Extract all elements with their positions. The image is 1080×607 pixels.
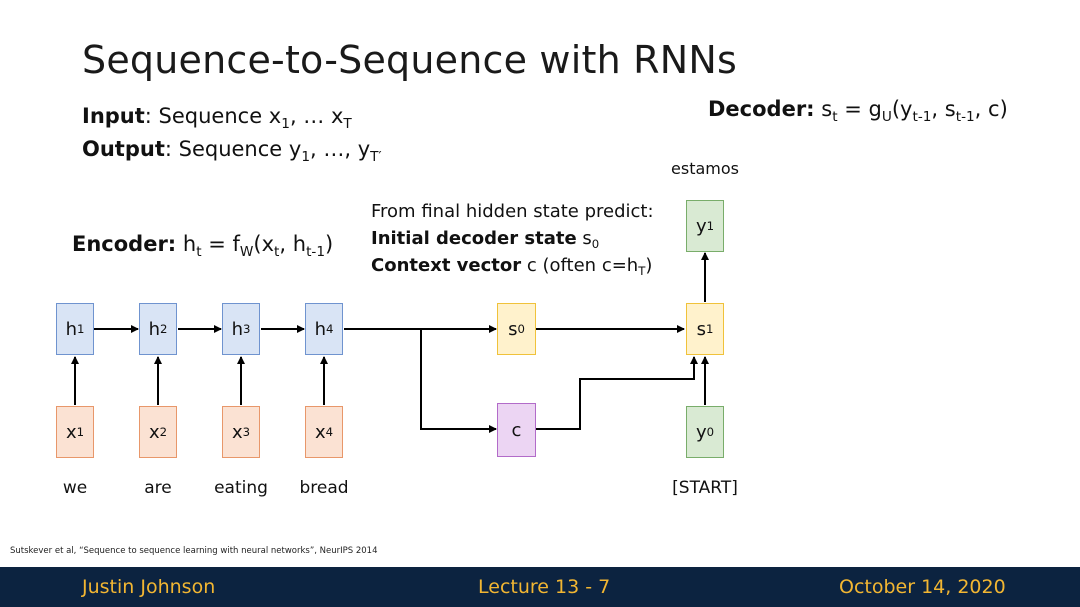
arrow-c-s1 <box>536 356 698 430</box>
context-vector-c: c <box>497 403 536 457</box>
input-line: Input: Sequence x1, … xT <box>82 104 352 132</box>
output-label: Output <box>82 137 165 161</box>
encoder-equation: Encoder: ht = fW(xt, ht-1) <box>72 232 334 260</box>
decoder-equation: Decoder: st = gU(yt-1, st-1, c) <box>708 97 1008 125</box>
footer-date: October 14, 2020 <box>839 576 1006 598</box>
note-line-2-bold: Initial decoder state <box>371 228 577 249</box>
word-start: [START] <box>672 478 738 498</box>
note-line-2: Initial decoder state s0 <box>371 228 600 252</box>
word-estamos: estamos <box>671 159 739 178</box>
output-line: Output: Sequence y1, …, yT′ <box>82 137 382 165</box>
output-text: : Sequence y <box>164 137 302 161</box>
decoder-label: Decoder: <box>708 97 815 121</box>
arrow-h4-c <box>420 329 497 433</box>
word-we: we <box>62 478 88 498</box>
word-eating: eating <box>214 478 268 498</box>
word-are: are <box>144 478 172 498</box>
footer-lecture: Lecture 13 - 7 <box>478 576 611 598</box>
note-line-1: From final hidden state predict: <box>371 201 654 222</box>
slide-title: Sequence-to-Sequence with RNNs <box>82 38 737 82</box>
footer-bar: Justin Johnson Lecture 13 - 7 October 14… <box>0 567 1080 607</box>
input-text: : Sequence x <box>144 104 282 128</box>
input-label: Input <box>82 104 145 128</box>
note-line-3-bold: Context vector <box>371 255 522 276</box>
note-line-3: Context vector c (often c=hT) <box>371 255 653 279</box>
encoder-label: Encoder: <box>72 232 177 256</box>
note-line-3-rest: c (often c=h <box>521 255 639 276</box>
word-bread: bread <box>299 478 349 498</box>
footer-author: Justin Johnson <box>82 576 216 598</box>
citation: Sutskever et al, “Sequence to sequence l… <box>10 546 378 556</box>
